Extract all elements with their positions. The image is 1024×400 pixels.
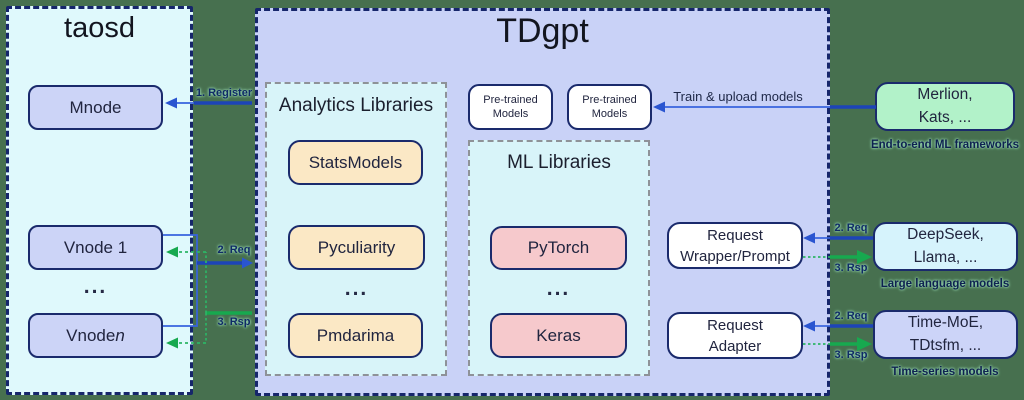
time-series-models-box: Time-MoE, TDtsfm, ... <box>873 310 1018 359</box>
vnode-n-label: Vnode <box>66 325 116 345</box>
tdgpt-title: TDgpt <box>496 12 589 50</box>
request-wrapper-line1: Request <box>707 226 763 244</box>
llm-caption: Large language models <box>880 278 1010 290</box>
request-wrapper-line2: Wrapper/Prompt <box>680 247 790 265</box>
vnode-req-arrowhead <box>242 257 253 269</box>
mnode-box: Mnode <box>28 85 163 130</box>
tsm-req-label: 2. Req <box>834 310 868 322</box>
vnode-n-italic: n <box>115 325 125 345</box>
frameworks-caption: End-to-end ML frameworks <box>870 139 1020 151</box>
analytics-libraries-title: Analytics Libraries <box>278 95 434 116</box>
pmdarima-box: Pmdarima <box>288 313 423 358</box>
pretrained-2-line1: Pre-trained <box>582 93 637 106</box>
pyculiarity-box: Pyculiarity <box>288 225 425 270</box>
taosd-title: taosd <box>64 12 135 44</box>
llm-req-label: 2. Req <box>834 222 868 234</box>
pretrained-1-line1: Pre-trained <box>483 93 538 106</box>
pretrained-2-line2: Models <box>591 108 628 120</box>
ml-ellipsis: ... <box>546 277 571 300</box>
timemoe-line2: TDtsfm, ... <box>909 336 982 354</box>
tsm-caption: Time-series models <box>891 366 999 378</box>
llm-rsp-label: 3. Rsp <box>834 262 868 274</box>
register-label: 1. Register <box>195 87 253 99</box>
tsm-rsp-label: 3. Rsp <box>834 349 868 361</box>
ml-libraries-title: ML Libraries <box>507 152 611 173</box>
deepseek-line1: DeepSeek, <box>907 226 984 244</box>
pretrained-models-box-1: Pre-trained Models <box>468 84 553 130</box>
timemoe-line1: Time-MoE, <box>907 314 984 332</box>
statsmodels-box: StatsModels <box>288 140 423 185</box>
train-upload-label: Train & upload models <box>673 89 803 104</box>
request-adapter-line2: Adapter <box>708 337 762 355</box>
pretrained-models-box-2: Pre-trained Models <box>567 84 652 130</box>
vnode-req-label: 2. Req <box>217 244 251 256</box>
analytics-ellipsis: ... <box>344 277 369 300</box>
llm-models-box: DeepSeek, Llama, ... <box>873 222 1018 271</box>
request-wrapper-prompt-box: Request Wrapper/Prompt <box>667 222 803 269</box>
vnode-n-box: Vnode n <box>28 313 163 358</box>
request-adapter-box: Request Adapter <box>667 312 803 359</box>
merlion-line2: Kats, ... <box>918 108 972 126</box>
ml-frameworks-box: Merlion, Kats, ... <box>875 82 1015 131</box>
merlion-line1: Merlion, <box>917 86 973 104</box>
request-adapter-line1: Request <box>707 316 763 334</box>
taosd-ellipsis: ... <box>83 275 108 298</box>
vnode-rsp-label: 3. Rsp <box>217 316 251 328</box>
pytorch-box: PyTorch <box>490 226 627 270</box>
deepseek-line2: Llama, ... <box>913 248 978 266</box>
pretrained-1-line2: Models <box>492 108 529 120</box>
vnode1-box: Vnode 1 <box>28 225 163 270</box>
keras-box: Keras <box>490 313 627 358</box>
